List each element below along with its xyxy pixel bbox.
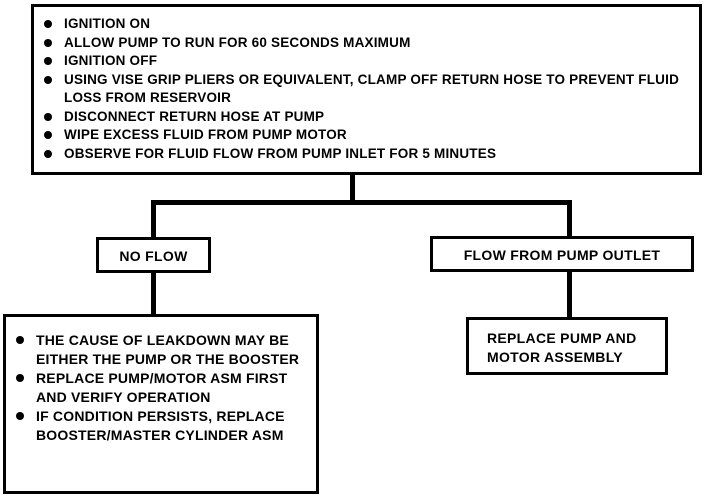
- procedure-step: DISCONNECT RETURN HOSE AT PUMP: [36, 108, 689, 127]
- procedure-step: IGNITION ON: [36, 15, 689, 34]
- connector-left-drop: [151, 200, 156, 237]
- no-flow-label: NO FLOW: [119, 248, 188, 264]
- procedure-step: USING VISE GRIP PLIERS OR EQUIVALENT, CL…: [36, 71, 689, 108]
- connector-top-stem: [350, 175, 355, 204]
- no-flow-box: NO FLOW: [96, 237, 211, 273]
- connector-flow-down: [567, 272, 572, 317]
- replace-pump-line-2: MOTOR ASSEMBLY: [487, 349, 623, 365]
- no-flow-result-list: THE CAUSE OF LEAKDOWN MAY BE EITHER THE …: [6, 331, 310, 445]
- procedure-steps-list: IGNITION ON ALLOW PUMP TO RUN FOR 60 SEC…: [36, 15, 689, 163]
- result-item: THE CAUSE OF LEAKDOWN MAY BE EITHER THE …: [6, 331, 310, 369]
- result-item: IF CONDITION PERSISTS, REPLACE BOOSTER/M…: [6, 407, 310, 445]
- replace-pump-text: REPLACE PUMP AND MOTOR ASSEMBLY: [487, 329, 665, 367]
- flow-from-outlet-label: FLOW FROM PUMP OUTLET: [463, 247, 661, 263]
- procedure-step: IGNITION OFF: [36, 52, 689, 71]
- procedure-step: ALLOW PUMP TO RUN FOR 60 SECONDS MAXIMUM: [36, 34, 689, 53]
- flow-from-outlet-box: FLOW FROM PUMP OUTLET: [430, 236, 694, 272]
- no-flow-result-box: THE CAUSE OF LEAKDOWN MAY BE EITHER THE …: [3, 314, 319, 494]
- connector-noflow-down: [151, 273, 156, 314]
- result-item: REPLACE PUMP/MOTOR ASM FIRST AND VERIFY …: [6, 369, 310, 407]
- procedure-step: OBSERVE FOR FLUID FLOW FROM PUMP INLET F…: [36, 145, 689, 164]
- replace-pump-box: REPLACE PUMP AND MOTOR ASSEMBLY: [466, 317, 668, 375]
- connector-right-drop: [567, 200, 572, 236]
- procedure-box: IGNITION ON ALLOW PUMP TO RUN FOR 60 SEC…: [31, 4, 702, 175]
- replace-pump-line-1: REPLACE PUMP AND: [487, 330, 637, 346]
- connector-horizontal: [152, 200, 572, 205]
- procedure-step: WIPE EXCESS FLUID FROM PUMP MOTOR: [36, 126, 689, 145]
